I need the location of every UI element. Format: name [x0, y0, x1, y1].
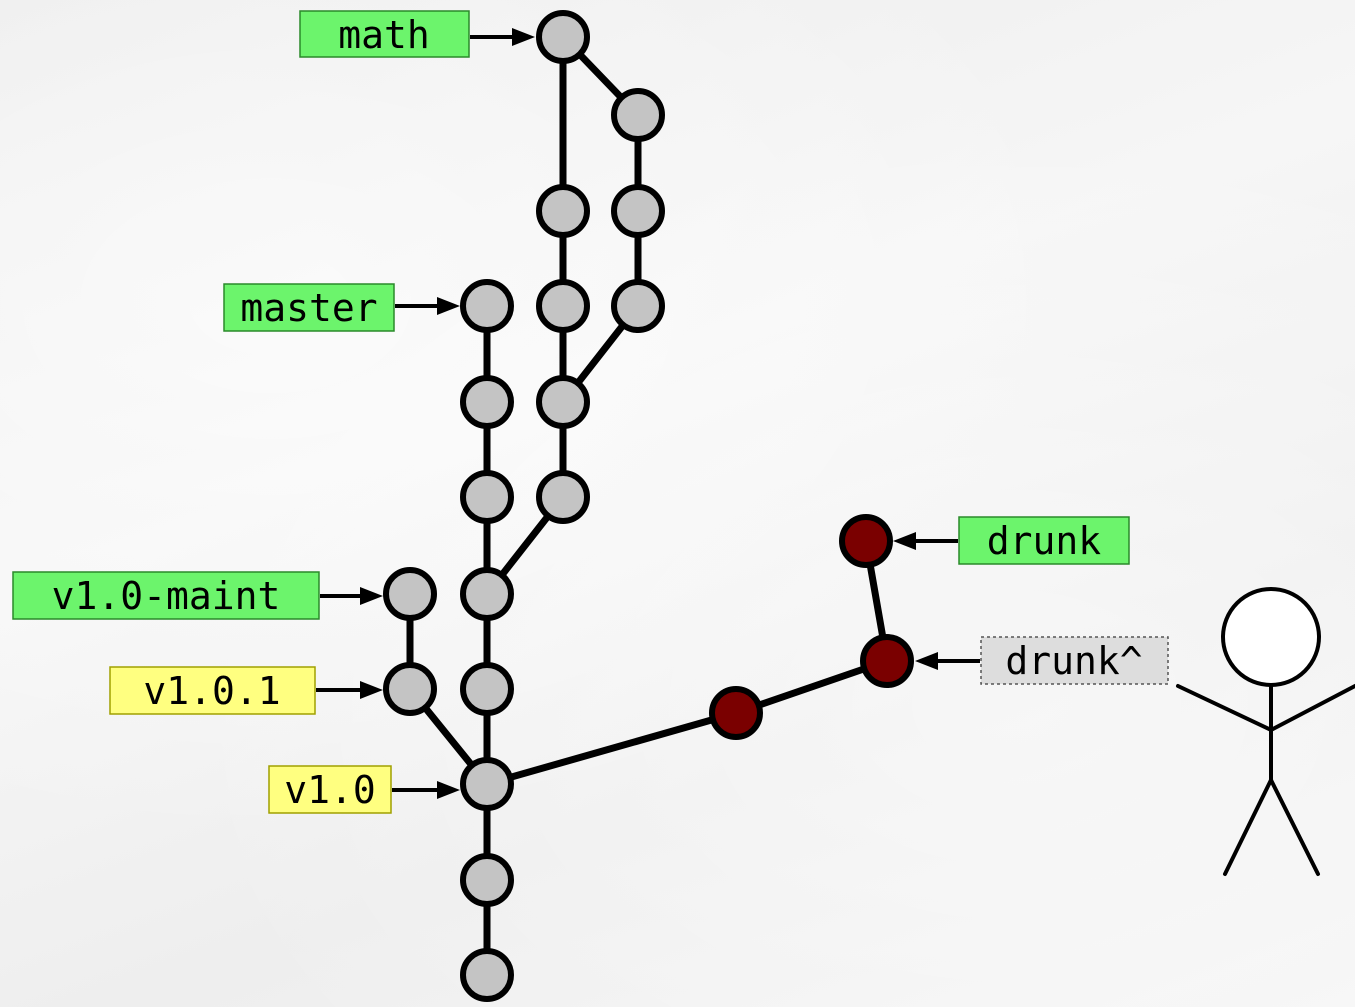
drunk-parent-label: drunk^ [1005, 639, 1142, 683]
commit-node [460, 853, 514, 907]
commit-node [460, 375, 514, 429]
math-label-box [299, 10, 470, 58]
commit-v1-0-1 [383, 662, 437, 716]
commit-v1-0 [460, 757, 514, 811]
commit-node [460, 470, 514, 524]
math-label: math [338, 13, 430, 57]
commit-drunk-1 [709, 686, 763, 740]
commit-node [611, 88, 665, 142]
v1-0-label: v1.0 [284, 768, 376, 812]
commit-node [536, 375, 590, 429]
stick-figure-right-arm [1269, 684, 1355, 732]
drunk-commits [709, 514, 914, 740]
commits [383, 10, 665, 1002]
commit-node [611, 184, 665, 238]
stick-figure [1176, 587, 1355, 876]
commit-node [611, 279, 665, 333]
commit-drunk-tip [839, 514, 893, 568]
stick-figure-left-leg [1223, 778, 1273, 876]
v1-0-maint-label: v1.0-maint [52, 574, 281, 618]
master-label: master [240, 286, 377, 330]
ref-arrows [316, 28, 980, 799]
commit-node [460, 662, 514, 716]
v1-0-arrowhead [437, 781, 460, 799]
stick-figure-left-arm [1176, 684, 1273, 732]
v1-0-1-label: v1.0.1 [143, 669, 280, 713]
commit-master-tip [460, 279, 514, 333]
commit-node [460, 567, 514, 621]
drunk-arrowhead [893, 532, 916, 550]
v1-0-label-box [268, 765, 392, 814]
v1-0-maint-label-box [12, 571, 320, 620]
stick-figure-right-leg [1269, 778, 1320, 876]
drunk-branch-edge [483, 709, 740, 788]
master-arrowhead [437, 297, 460, 315]
commit-drunk-parent [860, 634, 914, 688]
stick-figure-head [1221, 587, 1321, 687]
ref-labels: math master v1.0-maint v1.0.1 v1.0 drunk… [12, 10, 1169, 814]
commit-node [536, 470, 590, 524]
commit-node [460, 948, 514, 1002]
drunk-parent-label-box [980, 636, 1169, 685]
commit-node [536, 184, 590, 238]
commit-math-tip [536, 10, 590, 64]
commit-node [536, 279, 590, 333]
v1-0-maint-arrowhead [360, 587, 383, 605]
commit-v1-0-maint-tip [383, 567, 437, 621]
v1-0-1-arrowhead [360, 681, 383, 699]
drunk-parent-arrowhead [915, 652, 938, 670]
master-label-box [223, 283, 395, 332]
drunk-label: drunk [987, 519, 1102, 563]
drunk-label-box [958, 516, 1130, 565]
v1-0-1-label-box [109, 666, 316, 715]
math-arrowhead [512, 28, 535, 46]
